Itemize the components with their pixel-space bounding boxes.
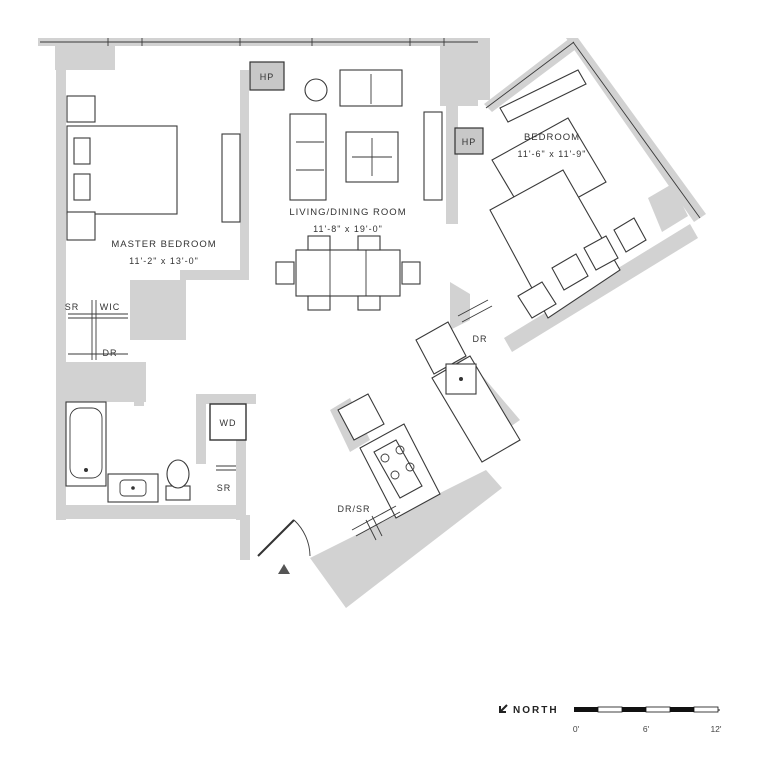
washer-dryer: WD xyxy=(209,403,247,441)
hp-label-1: HP xyxy=(260,72,275,82)
heat-pump-unit-2: HP xyxy=(454,127,484,155)
scale-tick-6: 6' xyxy=(643,724,650,734)
master-bed xyxy=(66,95,241,241)
kitchen xyxy=(337,321,521,519)
north-indicator: NORTH xyxy=(499,704,559,716)
bathtub xyxy=(65,401,107,487)
dr-label-1: DR xyxy=(103,348,118,358)
dr-label-2: DR xyxy=(473,334,488,344)
vanity xyxy=(107,473,159,503)
entry-door xyxy=(257,519,311,574)
entry-closet xyxy=(351,505,401,541)
entry-arrow-icon xyxy=(278,564,290,574)
living-furniture xyxy=(289,69,443,201)
bedroom-label: BEDROOM xyxy=(524,132,580,143)
bedroom-dims: 11'-6" x 11'-9" xyxy=(517,149,586,159)
sr-label-1: SR xyxy=(65,302,80,312)
bedroom-furniture xyxy=(489,69,647,319)
north-label: NORTH xyxy=(513,705,559,716)
bedroom-closet xyxy=(457,299,493,323)
scale-tick-12: 12' xyxy=(710,724,721,734)
sr-label-2: SR xyxy=(217,483,232,493)
toilet xyxy=(165,459,191,501)
bath-storage xyxy=(216,465,236,471)
scale-bar: 0' 6' 12' xyxy=(573,706,722,734)
walls xyxy=(38,38,706,608)
wic-area xyxy=(68,300,128,360)
living-dining-label: LIVING/DINING ROOM xyxy=(289,207,406,218)
master-bedroom-dims: 11'-2" x 13'-0" xyxy=(129,256,199,266)
living-dining-dims: 11'-8" x 19'-0" xyxy=(313,224,383,234)
scale-tick-0: 0' xyxy=(573,724,580,734)
heat-pump-unit-1: HP xyxy=(249,61,285,91)
wic-label: WIC xyxy=(100,302,121,312)
hp-label-2: HP xyxy=(462,137,477,147)
master-bedroom-label: MASTER BEDROOM xyxy=(111,239,216,250)
wd-label: WD xyxy=(220,418,237,428)
north-arrow-icon xyxy=(499,704,508,713)
dining-table xyxy=(275,235,421,311)
dr-sr-label: DR/SR xyxy=(337,504,370,514)
